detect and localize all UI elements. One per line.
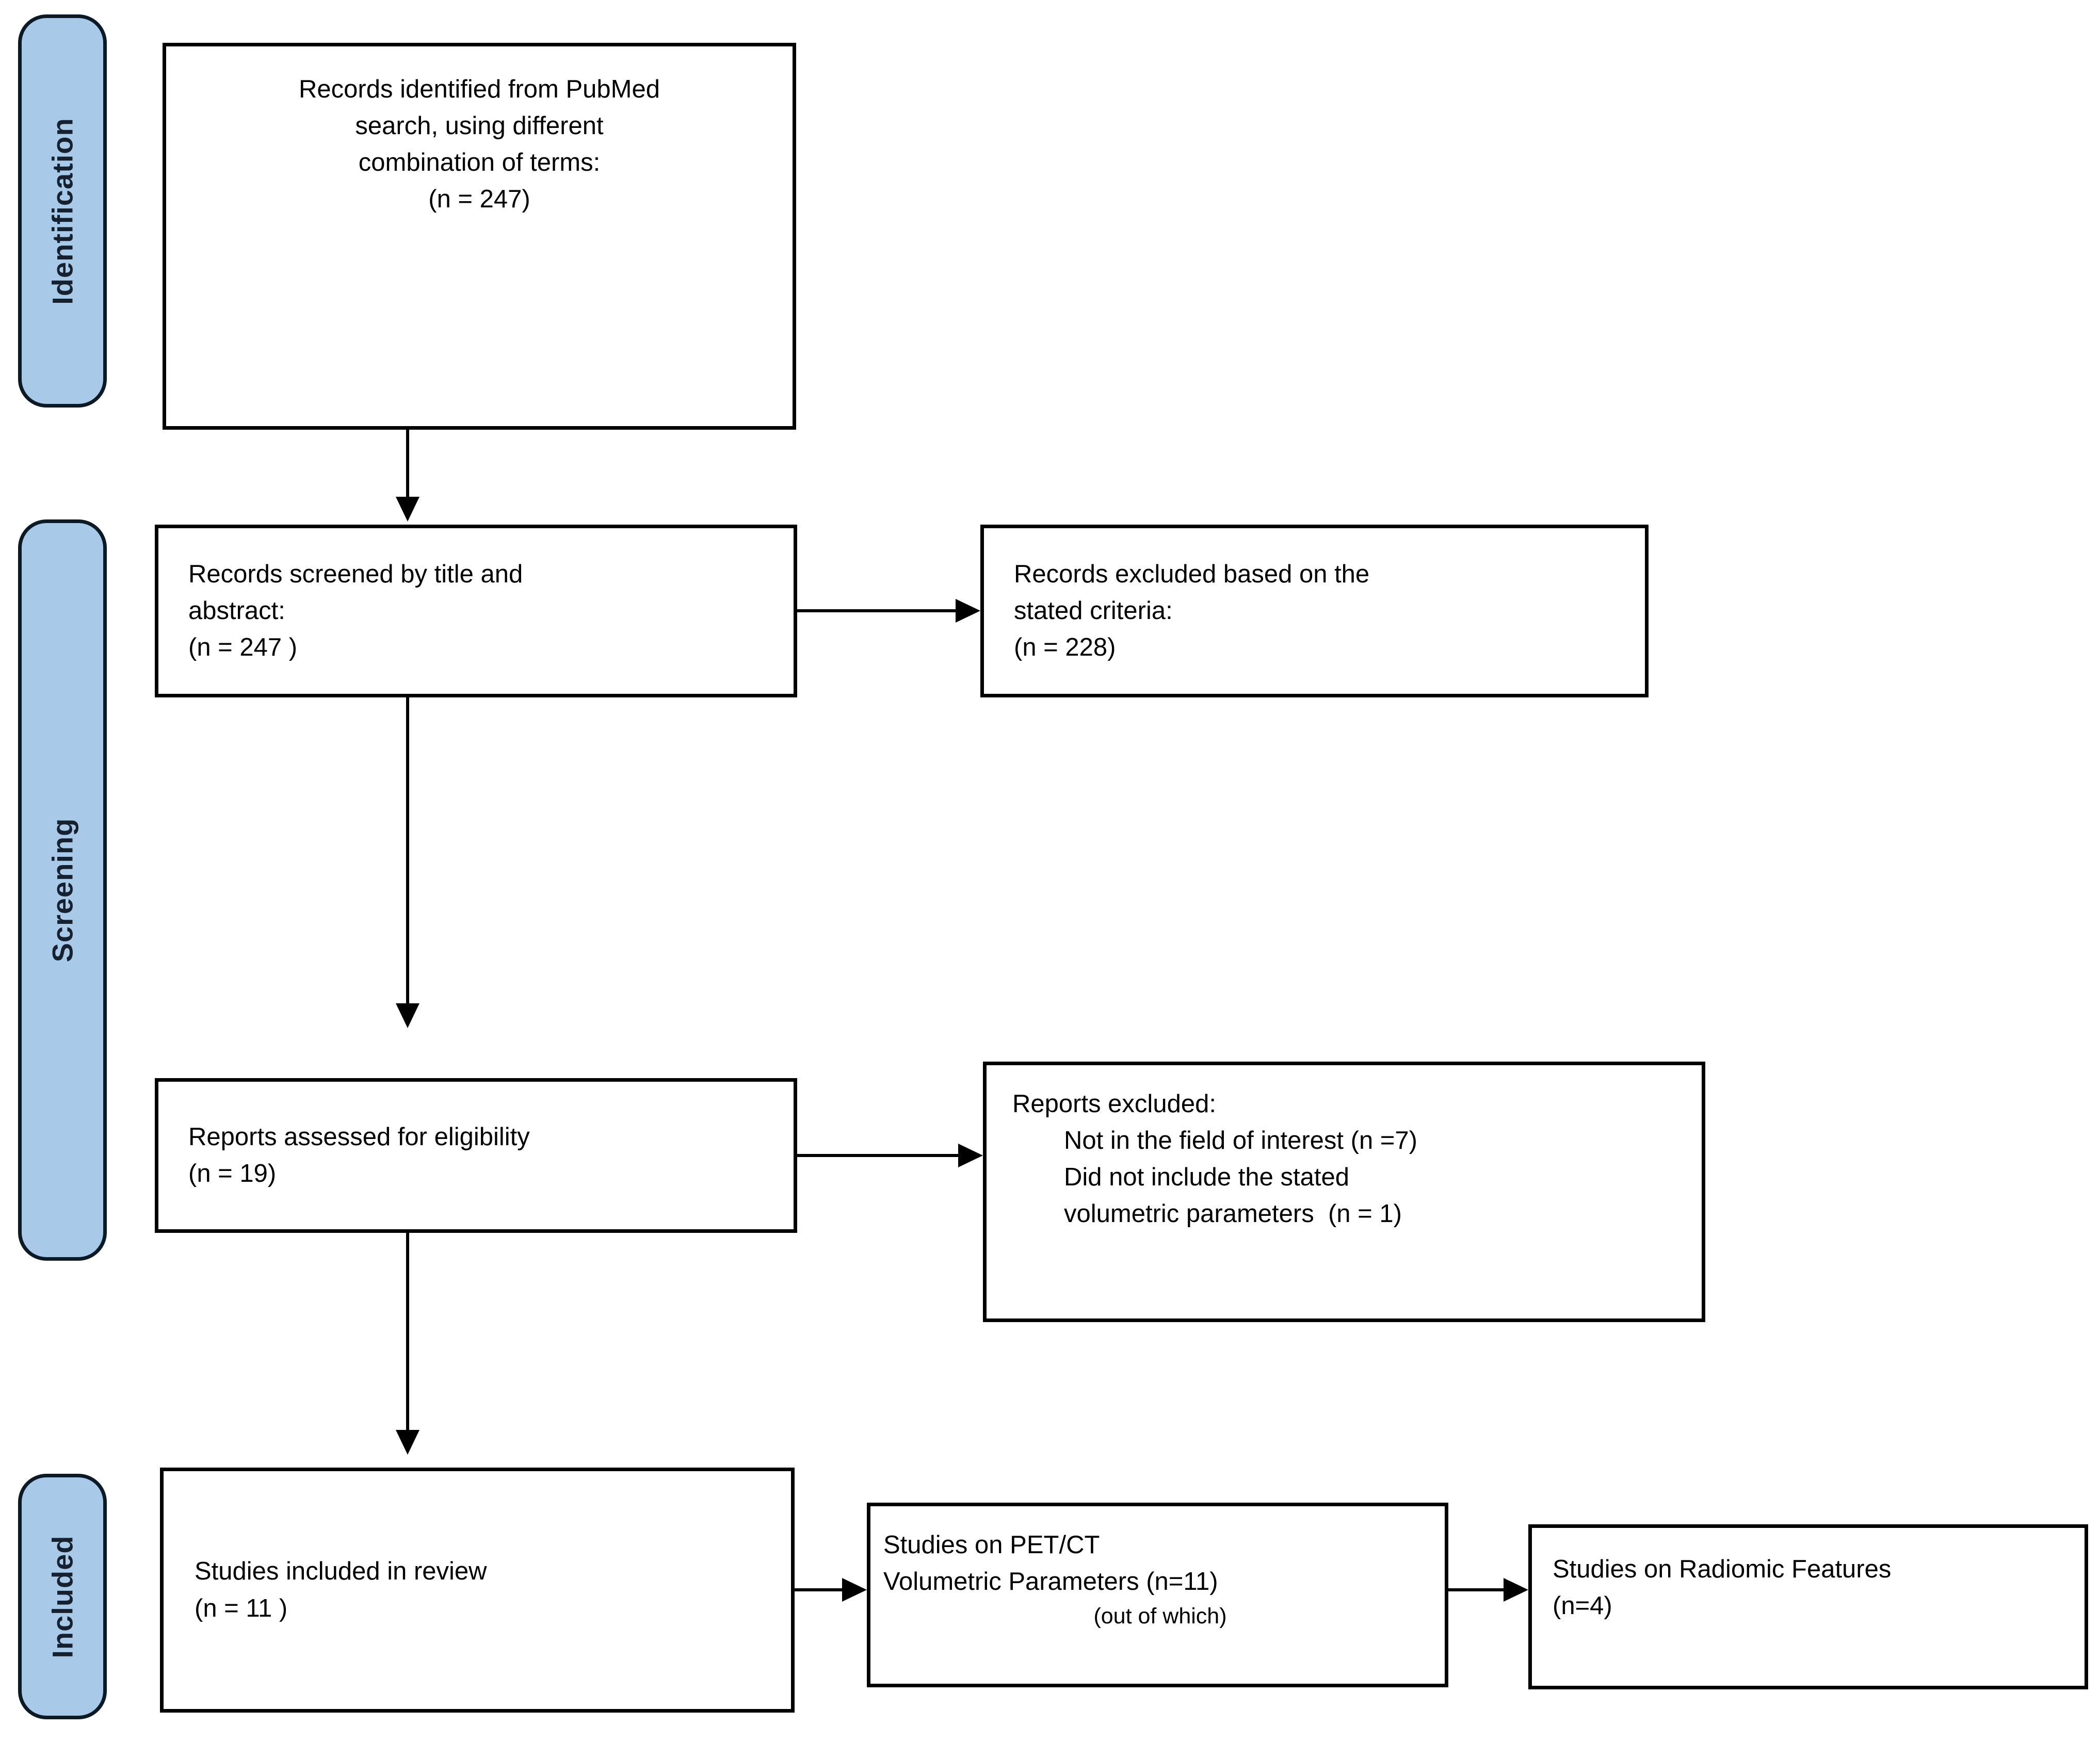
box-records-identified-line: combination of terms: [358,149,601,177]
box-studies-petct-line: Volumetric Parameters (n=11) [883,1568,1218,1596]
box-reports-excluded-item: Did not include the stated [1064,1163,1349,1192]
box-studies-petct-line: Studies on PET/CT [883,1531,1100,1559]
arrow-assessed-to-reports-excluded-head [958,1144,983,1167]
box-records-excluded: Records excluded based on the stated cri… [980,525,1649,697]
box-records-identified: Records identified from PubMed search, u… [163,43,796,430]
arrow-included-to-petct-line [795,1588,844,1591]
stage-screening: Screening [18,519,107,1261]
arrow-petct-to-radiomic-head [1504,1578,1528,1602]
arrow-identified-to-screened-head [396,497,419,522]
arrow-assessed-to-included-line [406,1233,409,1431]
arrow-assessed-to-reports-excluded-line [797,1154,960,1157]
arrow-screened-to-excluded-line [797,609,957,612]
arrow-identified-to-screened-line [406,430,409,498]
box-records-excluded-line: stated criteria: [1014,596,1173,625]
box-studies-petct-note: (out of which) [1093,1604,1227,1629]
stage-identification: Identification [18,14,107,408]
stage-screening-label: Screening [46,818,79,963]
box-studies-included-line: Studies included in review [195,1557,487,1586]
box-studies-radiomic-line: (n=4) [1553,1592,1612,1620]
box-reports-excluded-item: volumetric parameters (n = 1) [1064,1200,1402,1228]
box-records-screened: Records screened by title and abstract: … [155,525,797,697]
box-reports-assessed-line: (n = 19) [188,1160,277,1187]
box-reports-assessed: Reports assessed for eligibility (n = 19… [155,1078,797,1233]
box-records-screened-line: Records screened by title and [188,560,523,588]
box-studies-radiomic: Studies on Radiomic Features (n=4) [1528,1524,2088,1689]
stage-included: Included [18,1474,107,1719]
box-records-excluded-line: (n = 228) [1014,633,1116,662]
box-records-screened-line: (n = 247 ) [188,633,298,662]
box-studies-petct: Studies on PET/CT Volumetric Parameters … [867,1503,1448,1687]
box-reports-assessed-line: Reports assessed for eligibility [188,1122,530,1151]
arrow-petct-to-radiomic-line [1448,1588,1505,1591]
box-records-identified-line: (n = 247) [428,185,530,214]
arrow-screened-to-excluded-head [956,599,980,623]
box-records-identified-line: Records identified from PubMed [299,75,660,103]
box-reports-excluded: Reports excluded: Not in the field of in… [983,1062,1705,1322]
stage-included-label: Included [46,1535,79,1658]
box-records-screened-line: abstract: [188,596,285,625]
box-records-identified-line: search, using different [355,112,604,140]
box-studies-included-line: (n = 11 ) [195,1594,288,1622]
arrow-assessed-to-included-head [396,1430,419,1455]
box-records-excluded-line: Records excluded based on the [1014,560,1370,588]
arrow-screened-to-assessed-head [396,1003,419,1028]
box-studies-radiomic-line: Studies on Radiomic Features [1553,1555,1892,1583]
box-reports-excluded-item: Not in the field of interest (n =7) [1064,1127,1417,1155]
arrow-screened-to-assessed-line [406,697,409,1004]
box-reports-excluded-title: Reports excluded: [1012,1090,1216,1118]
arrow-included-to-petct-head [842,1578,867,1602]
box-studies-included: Studies included in review (n = 11 ) [160,1468,795,1713]
stage-identification-label: Identification [46,117,79,305]
